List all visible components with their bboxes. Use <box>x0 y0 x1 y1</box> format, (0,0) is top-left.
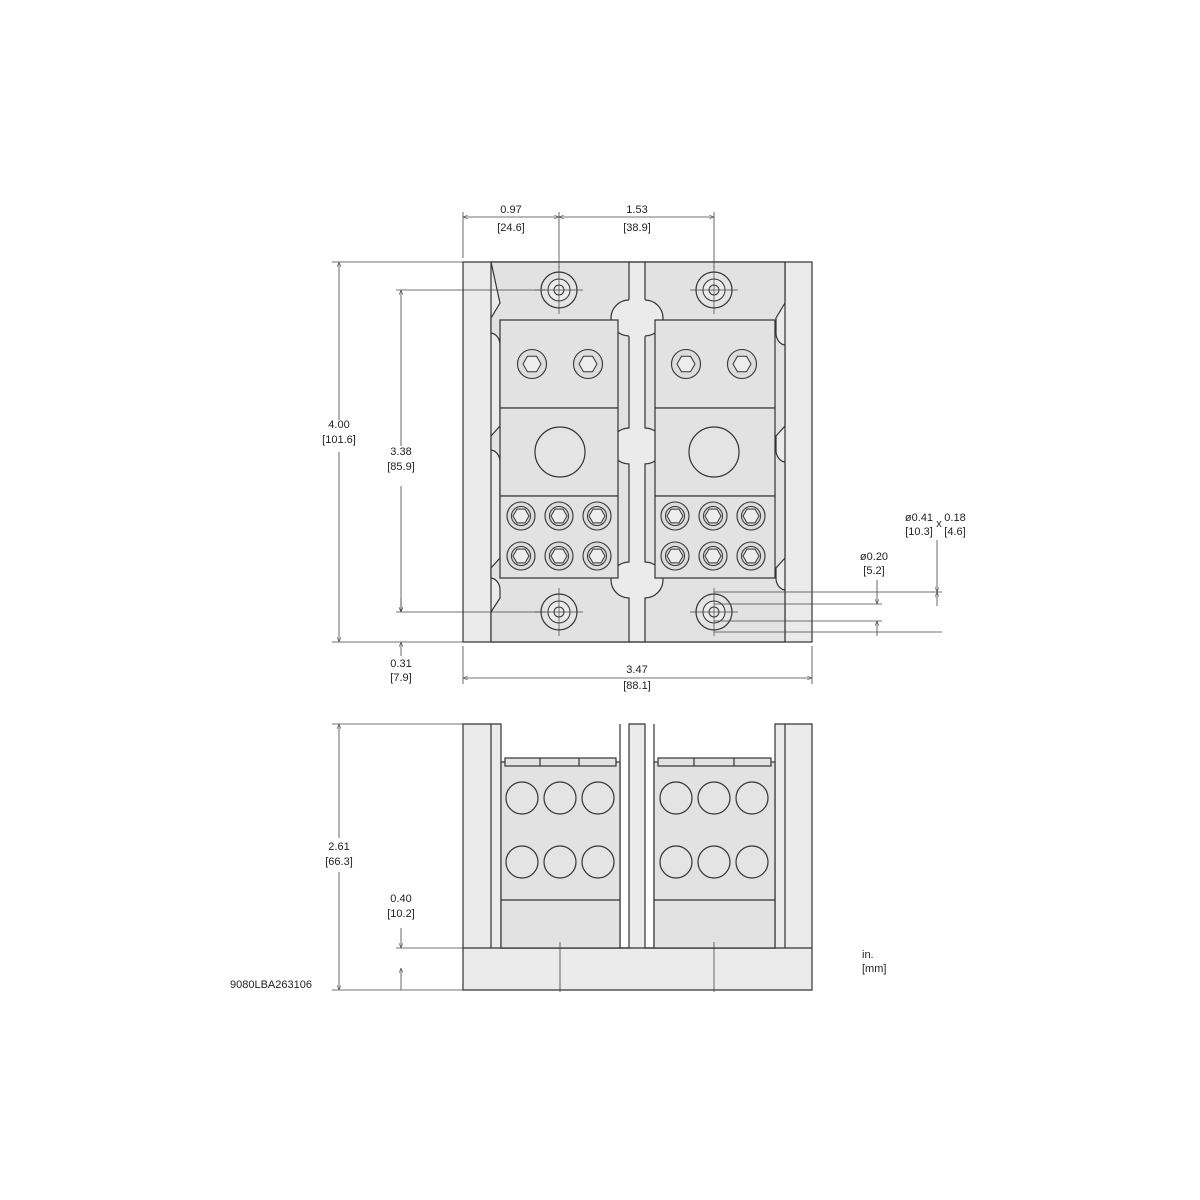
main-conductor-hole-icon <box>534 426 586 478</box>
dim-mount-hole-dia-in: ø0.20 <box>860 551 888 563</box>
hex-screw-icon <box>660 541 690 571</box>
dim-hole-spacing-mm: [38.9] <box>623 222 651 234</box>
hex-screw-icon <box>572 348 604 380</box>
hex-screw-icon <box>698 501 728 531</box>
hex-screw-icon <box>726 348 758 380</box>
dim-counterbore-depth-mm: [4.6] <box>944 526 965 538</box>
dim-hole-to-hole-mm: [85.9] <box>387 461 415 473</box>
pole-2-side <box>653 757 776 992</box>
side-dimension-lines <box>332 723 463 991</box>
dim-hole-to-edge-mm: [24.6] <box>497 222 525 234</box>
units-primary: in. <box>862 949 874 961</box>
hex-screw-icon <box>670 348 702 380</box>
pole-1-side <box>500 757 621 992</box>
wire-hole-icon <box>581 845 615 879</box>
units-secondary: [mm] <box>862 963 886 975</box>
wire-hole-icon <box>659 781 693 815</box>
hex-screw-icon <box>660 501 690 531</box>
wire-hole-icon <box>505 845 539 879</box>
dim-counterbore-dia-mm: [10.3] <box>905 526 933 538</box>
hex-screw-icon <box>506 541 536 571</box>
dim-hole-to-bottom-mm: [7.9] <box>390 672 411 684</box>
wire-hole-icon <box>581 781 615 815</box>
dim-base-thickness-in: 0.40 <box>390 893 411 905</box>
dim-mount-hole-dia-mm: [5.2] <box>863 565 884 577</box>
dim-times-sign: x <box>936 518 942 530</box>
hex-screw-icon <box>544 541 574 571</box>
dim-hole-spacing-in: 1.53 <box>626 204 647 216</box>
wire-hole-icon <box>505 781 539 815</box>
dim-hole-to-edge-in: 0.97 <box>500 204 521 216</box>
dim-overall-height-in: 4.00 <box>328 419 349 431</box>
hex-screw-icon <box>736 501 766 531</box>
hex-screw-icon <box>516 348 548 380</box>
wire-hole-icon <box>697 781 731 815</box>
hex-screw-icon <box>544 501 574 531</box>
side-view: 2.61 [66.3] 0.40 [10.2] <box>325 723 813 992</box>
hex-screw-icon <box>506 501 536 531</box>
dim-overall-width-in: 3.47 <box>626 664 647 676</box>
wire-hole-icon <box>543 781 577 815</box>
dim-overall-depth-in: 2.61 <box>328 841 349 853</box>
main-conductor-hole-icon <box>688 426 740 478</box>
wire-hole-icon <box>659 845 693 879</box>
hex-screw-icon <box>698 541 728 571</box>
dim-counterbore-dia-in: ø0.41 <box>905 512 933 524</box>
dim-overall-width-mm: [88.1] <box>623 680 651 692</box>
dim-overall-depth-mm: [66.3] <box>325 856 353 868</box>
dimension-lines <box>332 212 942 684</box>
wire-hole-icon <box>543 845 577 879</box>
drawing-id: 9080LBA263106 <box>230 979 312 991</box>
dim-overall-height-mm: [101.6] <box>322 434 356 446</box>
pole-1 <box>490 261 630 643</box>
hex-screw-icon <box>582 501 612 531</box>
dim-base-thickness-mm: [10.2] <box>387 908 415 920</box>
wire-hole-icon <box>697 845 731 879</box>
dim-counterbore-depth-in: 0.18 <box>944 512 965 524</box>
dim-hole-to-hole-in: 3.38 <box>390 446 411 458</box>
wire-hole-icon <box>735 781 769 815</box>
pole-2 <box>644 261 786 643</box>
dim-hole-to-bottom-in: 0.31 <box>390 658 411 670</box>
top-view: 0.97 [24.6] 1.53 [38.9] 4.00 [101.6] 3.3… <box>322 204 966 692</box>
hex-screw-icon <box>582 541 612 571</box>
wire-hole-icon <box>735 845 769 879</box>
hex-screw-icon <box>736 541 766 571</box>
